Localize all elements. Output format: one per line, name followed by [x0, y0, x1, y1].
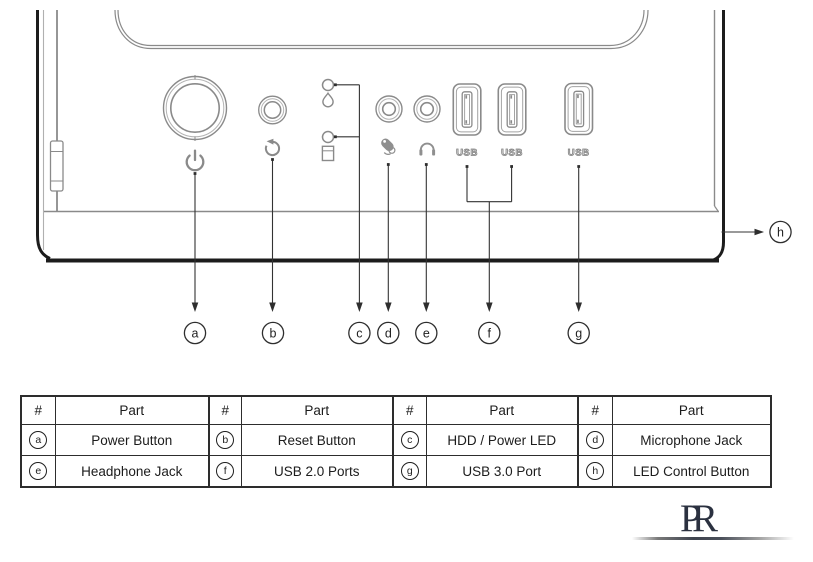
header-part: Part [240, 395, 394, 425]
usb2-port-1 [452, 83, 482, 136]
case-front-panel-diagram: USB USB USB [36, 9, 792, 345]
usb2-port-2 [497, 83, 527, 136]
callout-a: a [183, 321, 207, 345]
header-part: Part [54, 395, 210, 425]
header-hash: # [208, 395, 242, 425]
usb-port-label: USB [456, 148, 478, 159]
header-hash: # [20, 395, 56, 425]
circled-letter: h [586, 462, 605, 481]
id-cell: b [208, 424, 242, 456]
svg-text:b: b [270, 326, 277, 340]
headphone-jack [413, 95, 441, 123]
microphone-jack [375, 95, 403, 123]
logo-letter-r: R [692, 497, 719, 540]
id-cell: f [208, 455, 242, 488]
circled-letter: c [400, 431, 419, 450]
brand-logo: P R [628, 496, 800, 548]
arrowhead-h [754, 228, 764, 236]
id-cell: a [20, 424, 56, 456]
circled-letter: f [216, 462, 235, 481]
part-cell: USB 2.0 Ports [240, 455, 394, 488]
parts-table: # Part # Part # Part # Part a Power Butt… [20, 395, 772, 488]
id-cell: h [577, 455, 613, 488]
callout-g: g [567, 321, 590, 345]
callout-c: c [348, 321, 371, 345]
svg-text:h: h [777, 225, 784, 239]
svg-text:e: e [423, 326, 430, 340]
hdd-icon [321, 145, 335, 162]
header-hash: # [577, 395, 613, 425]
circled-letter: g [400, 462, 419, 481]
hdd-led-indicator [321, 130, 335, 144]
callout-f: f [478, 321, 501, 345]
part-cell: Power Button [54, 424, 210, 456]
header-part: Part [611, 395, 772, 425]
part-cell: Reset Button [240, 424, 394, 456]
callout-e: e [415, 321, 438, 345]
microphone-icon [381, 138, 396, 155]
callout-d: d [377, 321, 400, 345]
id-cell: g [392, 455, 427, 488]
headphone-icon [419, 142, 436, 156]
logo-letter-p: P [680, 497, 702, 540]
reset-icon [264, 138, 281, 156]
part-cell: USB 3.0 Port [425, 455, 579, 488]
power-icon [185, 149, 205, 172]
case-outline [36, 9, 725, 263]
part-cell: HDD / Power LED [425, 424, 579, 456]
usb-port-label: USB [501, 148, 523, 159]
callout-h: h [769, 220, 792, 244]
table-row: e Headphone Jack f USB 2.0 Ports g USB 3… [20, 455, 772, 488]
circled-letter: d [586, 431, 605, 450]
usb-port-label: USB [568, 148, 590, 159]
usb3-port [564, 82, 594, 136]
circled-letter: e [29, 462, 48, 481]
power-led-icon [322, 91, 334, 108]
callout-leader-lines [194, 84, 755, 303]
part-cell: Microphone Jack [611, 424, 772, 456]
logo-underline [632, 537, 794, 540]
header-hash: # [392, 395, 427, 425]
id-cell: e [20, 455, 56, 488]
power-button [162, 75, 228, 141]
svg-text:g: g [575, 326, 582, 340]
svg-text:c: c [356, 326, 362, 340]
power-led-indicator [321, 78, 335, 92]
circled-letter: b [216, 431, 235, 450]
svg-text:d: d [385, 326, 392, 340]
callout-b: b [261, 321, 285, 345]
table-row: a Power Button b Reset Button c HDD / Po… [20, 424, 772, 456]
svg-text:a: a [192, 326, 199, 340]
part-cell: LED Control Button [611, 455, 772, 488]
header-part: Part [425, 395, 579, 425]
circled-letter: a [29, 431, 48, 450]
part-cell: Headphone Jack [54, 455, 210, 488]
leader-arrowheads [191, 228, 764, 312]
id-cell: d [577, 424, 613, 456]
table-header-row: # Part # Part # Part # Part [20, 395, 772, 425]
reset-button [258, 95, 287, 125]
id-cell: c [392, 424, 427, 456]
svg-text:f: f [488, 326, 492, 340]
